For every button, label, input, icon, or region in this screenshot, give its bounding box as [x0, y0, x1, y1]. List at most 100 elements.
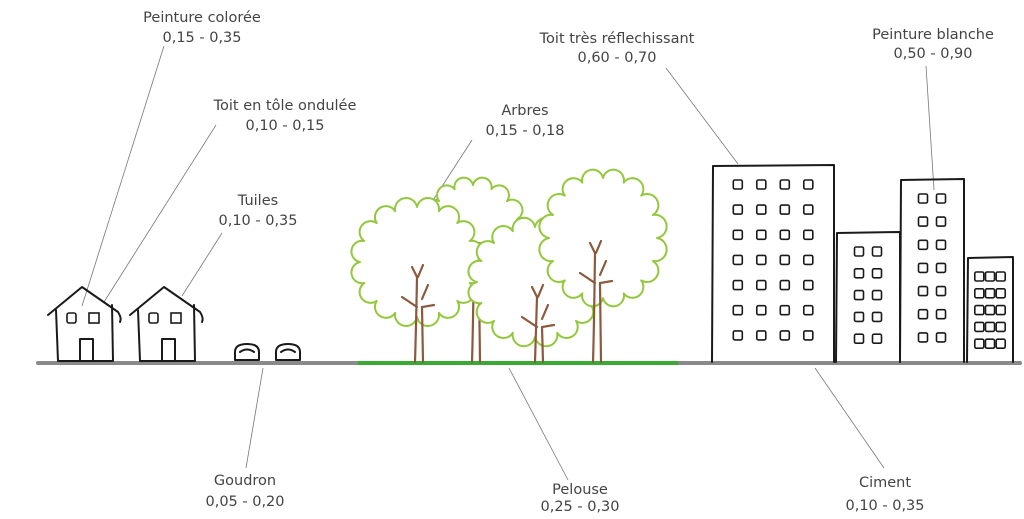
tree-trunk: [578, 239, 614, 364]
building-window: [973, 321, 985, 333]
label-tuiles-range: 0,10 - 0,35: [218, 213, 297, 229]
building-window: [995, 287, 1007, 299]
building-window: [779, 304, 791, 316]
building-window: [802, 279, 814, 291]
label-pelouse-range: 0,25 - 0,30: [540, 499, 619, 515]
leader-tuiles: [181, 232, 223, 297]
building-window: [853, 267, 865, 279]
building-window: [802, 254, 814, 266]
building-window: [755, 330, 767, 341]
label-peinture-coloree-name: Peinture colorée: [143, 10, 261, 26]
building-window: [935, 262, 947, 274]
label-peinture-coloree-range: 0,15 - 0,35: [162, 30, 241, 46]
building-window: [871, 289, 883, 301]
label-toit-tole-range: 0,10 - 0,15: [245, 118, 324, 134]
building-window: [995, 304, 1007, 316]
building-window: [802, 179, 814, 190]
building-window: [917, 262, 929, 274]
building-window: [917, 332, 929, 343]
building-window: [755, 204, 767, 215]
leader-toit-reflechissant: [665, 67, 739, 165]
building-window: [917, 216, 929, 227]
house-1: [47, 286, 122, 362]
building-window: [853, 333, 865, 345]
label-arbres-range: 0,15 - 0,18: [485, 123, 564, 139]
building-small-right: [966, 256, 1014, 363]
building-window: [779, 229, 791, 241]
building-window: [755, 254, 767, 266]
leader-ciment: [814, 367, 885, 469]
building-window: [802, 204, 814, 215]
car-2: [275, 343, 301, 361]
building-window: [984, 304, 996, 316]
tree-crown: [538, 168, 668, 308]
building-outline: [835, 231, 901, 363]
label-peinture-blanche-range: 0,50 - 0,90: [893, 46, 972, 62]
building-window: [935, 285, 947, 297]
building-window: [917, 239, 929, 251]
building-window: [871, 267, 883, 279]
building-window: [995, 321, 1007, 333]
label-tuiles-name: Tuiles: [237, 193, 278, 209]
building-outline: [966, 256, 1014, 363]
label-goudron-name: Goudron: [214, 473, 276, 489]
building-window: [802, 304, 814, 316]
building-window: [973, 338, 985, 350]
house-2: [129, 286, 204, 362]
building-window: [984, 271, 996, 282]
label-toit-tole-name: Toit en tôle ondulée: [213, 98, 357, 114]
leader-arbres: [427, 139, 473, 209]
leader-peinture-blanche: [925, 65, 935, 191]
building-window: [802, 330, 814, 341]
building-window: [755, 279, 767, 291]
label-ciment-name: Ciment: [859, 475, 911, 491]
building-window: [935, 216, 947, 227]
building-window: [871, 311, 883, 323]
building-window: [871, 333, 883, 345]
building-window: [853, 246, 865, 257]
building-window: [973, 304, 985, 316]
building-window: [732, 279, 744, 291]
label-arbres-name: Arbres: [501, 103, 548, 119]
leader-goudron: [245, 367, 264, 469]
leader-peinture-coloree: [81, 45, 165, 307]
leader-pelouse: [508, 367, 569, 481]
building-tall-left: [711, 164, 835, 363]
building-window: [984, 321, 996, 333]
building-window: [779, 330, 791, 341]
leader-toit-tole: [103, 124, 217, 303]
tree: [538, 168, 668, 364]
building-window: [935, 308, 947, 320]
label-peinture-blanche-name: Peinture blanche: [872, 27, 994, 43]
building-outline: [711, 164, 835, 363]
building-window: [779, 254, 791, 266]
building-middle: [835, 231, 901, 363]
building-window: [779, 204, 791, 215]
building-window: [732, 229, 744, 241]
building-window: [995, 271, 1007, 282]
building-window: [853, 289, 865, 301]
label-toit-reflechissant-range: 0,60 - 0,70: [577, 50, 656, 66]
building-window: [732, 254, 744, 266]
building-window: [917, 193, 929, 204]
building-window: [935, 332, 947, 343]
building-window: [935, 193, 947, 204]
building-window: [917, 308, 929, 320]
label-ciment-range: 0,10 - 0,35: [845, 498, 924, 514]
building-window: [779, 279, 791, 291]
building-window: [755, 304, 767, 316]
building-window: [802, 229, 814, 241]
buildings: [711, 164, 1014, 363]
tree-trunk: [520, 283, 556, 364]
car-1: [234, 343, 260, 361]
tree: [350, 197, 484, 364]
building-window: [755, 229, 767, 241]
building-window: [732, 330, 744, 341]
building-window: [995, 338, 1007, 350]
building-window: [871, 246, 883, 257]
building-window: [917, 285, 929, 297]
building-window: [984, 338, 996, 350]
label-pelouse-name: Pelouse: [552, 482, 608, 498]
building-window: [732, 179, 744, 190]
